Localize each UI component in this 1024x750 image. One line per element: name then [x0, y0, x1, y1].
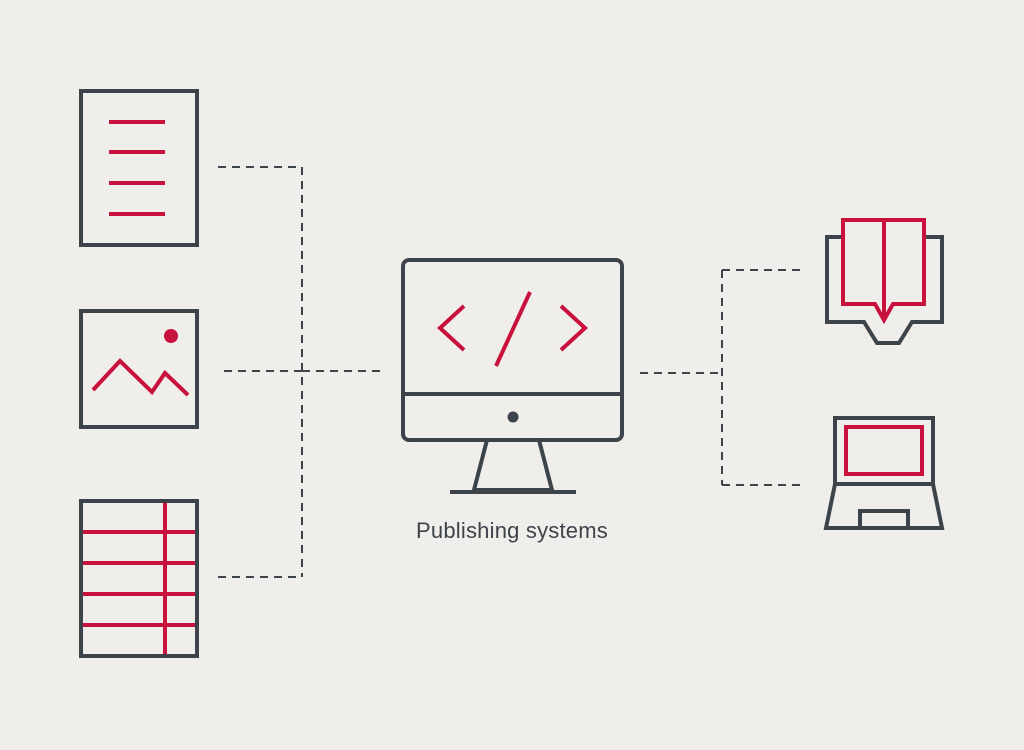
image-icon: [79, 309, 199, 429]
monitor-code-icon: [401, 258, 624, 494]
sun-dot: [164, 329, 178, 343]
laptop-icon: [823, 416, 945, 530]
hub-label: Publishing systems: [416, 518, 608, 543]
output-connectors: [640, 269, 806, 486]
text-document-icon: [79, 89, 199, 247]
open-book-icon: [825, 218, 944, 345]
table-icon: [79, 499, 199, 658]
connector-document: [218, 166, 303, 577]
monitor-power-dot: [507, 411, 519, 423]
input-connectors: [218, 166, 386, 578]
